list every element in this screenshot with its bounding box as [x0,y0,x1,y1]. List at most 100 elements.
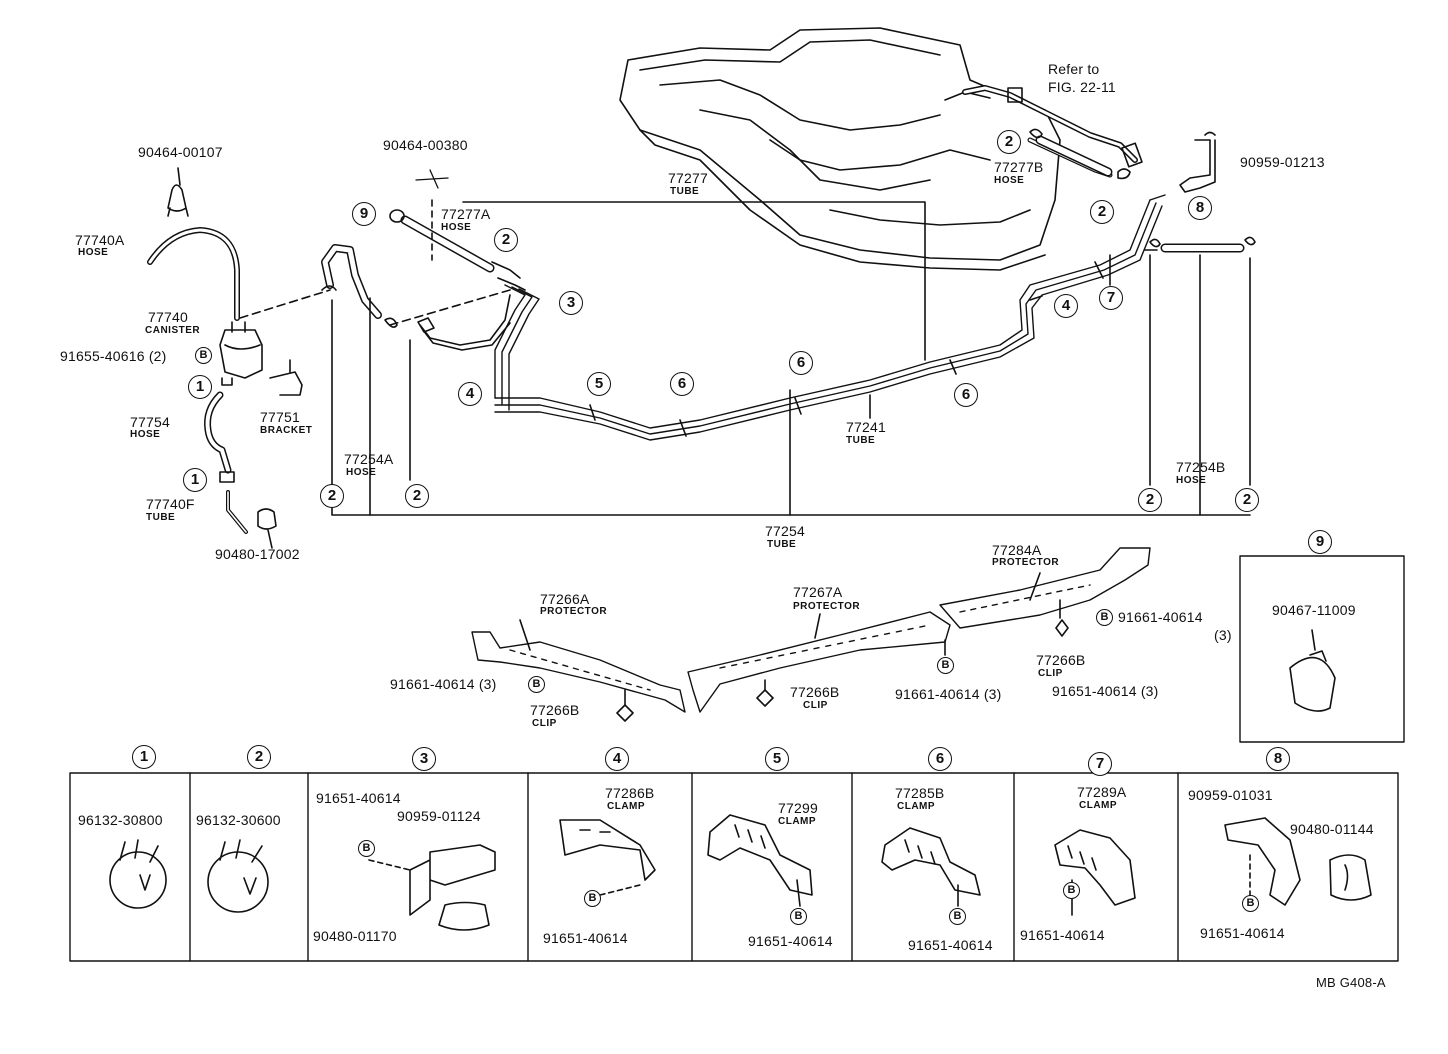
callout-5: 5 [765,747,789,771]
part-91651-40614-c8: 91651-40614 [1200,925,1285,941]
bolt-marker: B [937,657,954,674]
callout-6: 6 [789,351,813,375]
part-77286b: 77286B [605,785,655,801]
part-77266a-type: PROTECTOR [540,606,608,617]
callout-6: 6 [954,383,978,407]
callout-2: 2 [997,130,1021,154]
part-77254b: 77254B [1176,459,1226,475]
part-77754-type: HOSE [130,429,161,440]
part-77277a-type: HOSE [441,222,472,233]
part-91651-40614-qty3: 91651-40614 (3) [1052,683,1159,699]
part-77241-type: TUBE [846,435,876,446]
callout-8: 8 [1266,747,1290,771]
part-77751: 77751 [260,409,300,425]
callout-2: 2 [1235,488,1259,512]
part-90464-00380: 90464-00380 [383,137,468,153]
part-77267a-type: PROTECTOR [793,601,861,612]
part-77754: 77754 [130,414,170,430]
callout-4: 4 [458,382,482,406]
bolt-marker: B [1096,609,1113,626]
part-90959-01213: 90959-01213 [1240,154,1325,170]
part-77266b-left: 77266B [530,702,580,718]
part-77740-type: CANISTER [145,325,201,336]
part-96132-30800: 96132-30800 [78,812,163,828]
part-77254a: 77254A [344,451,394,467]
part-91661-40614-right: 91661-40614 [1118,609,1203,625]
callout-1: 1 [132,745,156,769]
part-91651-40614-c3: 91651-40614 [316,790,401,806]
part-77266b-mid: 77266B [790,684,840,700]
part-77751-type: BRACKET [260,425,313,436]
bolt-marker: B [1242,895,1259,912]
callout-4: 4 [605,747,629,771]
callout-7: 7 [1088,752,1112,776]
bolt-marker: B [949,908,966,925]
part-77266b-right: 77266B [1036,652,1086,668]
part-77241: 77241 [846,419,886,435]
part-77267a: 77267A [793,584,843,600]
part-77285b-type: CLAMP [897,801,936,812]
part-77254a-type: HOSE [346,467,377,478]
part-77740f: 77740F [146,496,195,512]
part-77740f-type: TUBE [146,512,176,523]
fuel-tank [619,27,1061,271]
callout-2: 2 [320,484,344,508]
part-91661-40614-right-qty: (3) [1214,627,1232,643]
part-77740: 77740 [148,309,188,325]
bolt-marker: B [195,347,212,364]
callout-8: 8 [1188,196,1212,220]
bolt-marker: B [1063,882,1080,899]
callout-6: 6 [670,372,694,396]
part-91655-40616: 91655-40616 (2) [60,348,167,364]
part-77286b-type: CLAMP [607,801,646,812]
callout-4: 4 [1054,294,1078,318]
bolt-marker: B [358,840,375,857]
part-90467-11009: 90467-11009 [1272,602,1356,618]
part-77277b-type: HOSE [994,175,1025,186]
part-96132-30600: 96132-30600 [196,812,281,828]
callout-2: 2 [1138,488,1162,512]
part-77740a-type: HOSE [78,247,109,258]
part-77740a: 77740A [75,232,125,248]
bolt-marker: B [528,676,545,693]
part-77277a: 77277A [441,206,491,222]
part-77277: 77277 [668,170,708,186]
part-91661-40614-mid: 91661-40614 (3) [895,686,1002,702]
part-77254-type: TUBE [767,539,797,550]
bolt-marker: B [790,908,807,925]
part-77254: 77254 [765,523,805,539]
diagram-code: MB G408-A [1316,975,1386,990]
callout-2: 2 [1090,200,1114,224]
part-91651-40614-c5: 91651-40614 [748,933,833,949]
part-91651-40614-c6: 91651-40614 [908,937,993,953]
callout-2: 2 [494,228,518,252]
part-91651-40614-c7: 91651-40614 [1020,927,1105,943]
callout-2: 2 [247,745,271,769]
callout-5: 5 [587,372,611,396]
part-77284a-type: PROTECTOR [992,557,1060,568]
part-77299: 77299 [778,800,818,816]
part-90480-01170: 90480-01170 [313,928,397,944]
bolt-marker: B [584,890,601,907]
part-77277b: 77277B [994,159,1044,175]
part-90480-17002: 90480-17002 [215,546,300,562]
callout-3: 3 [412,747,436,771]
part-90464-00107: 90464-00107 [138,144,223,160]
refer-to-label: Refer to [1048,61,1100,77]
part-77289a-type: CLAMP [1079,800,1118,811]
part-77277-type: TUBE [670,186,700,197]
part-77266b-right-type: CLIP [1038,668,1063,679]
part-77266b-left-type: CLIP [532,718,557,729]
callout-3: 3 [559,291,583,315]
callout-6: 6 [928,747,952,771]
part-77299-type: CLAMP [778,816,817,827]
refer-fig-label: FIG. 22-11 [1048,79,1116,95]
part-91651-40614-c4: 91651-40614 [543,930,628,946]
callout-9: 9 [1308,530,1332,554]
callout-1: 1 [183,468,207,492]
part-77284a: 77284A [992,542,1042,558]
part-77266a: 77266A [540,591,590,607]
part-90959-01031: 90959-01031 [1188,787,1273,803]
part-90480-01144: 90480-01144 [1290,821,1374,837]
